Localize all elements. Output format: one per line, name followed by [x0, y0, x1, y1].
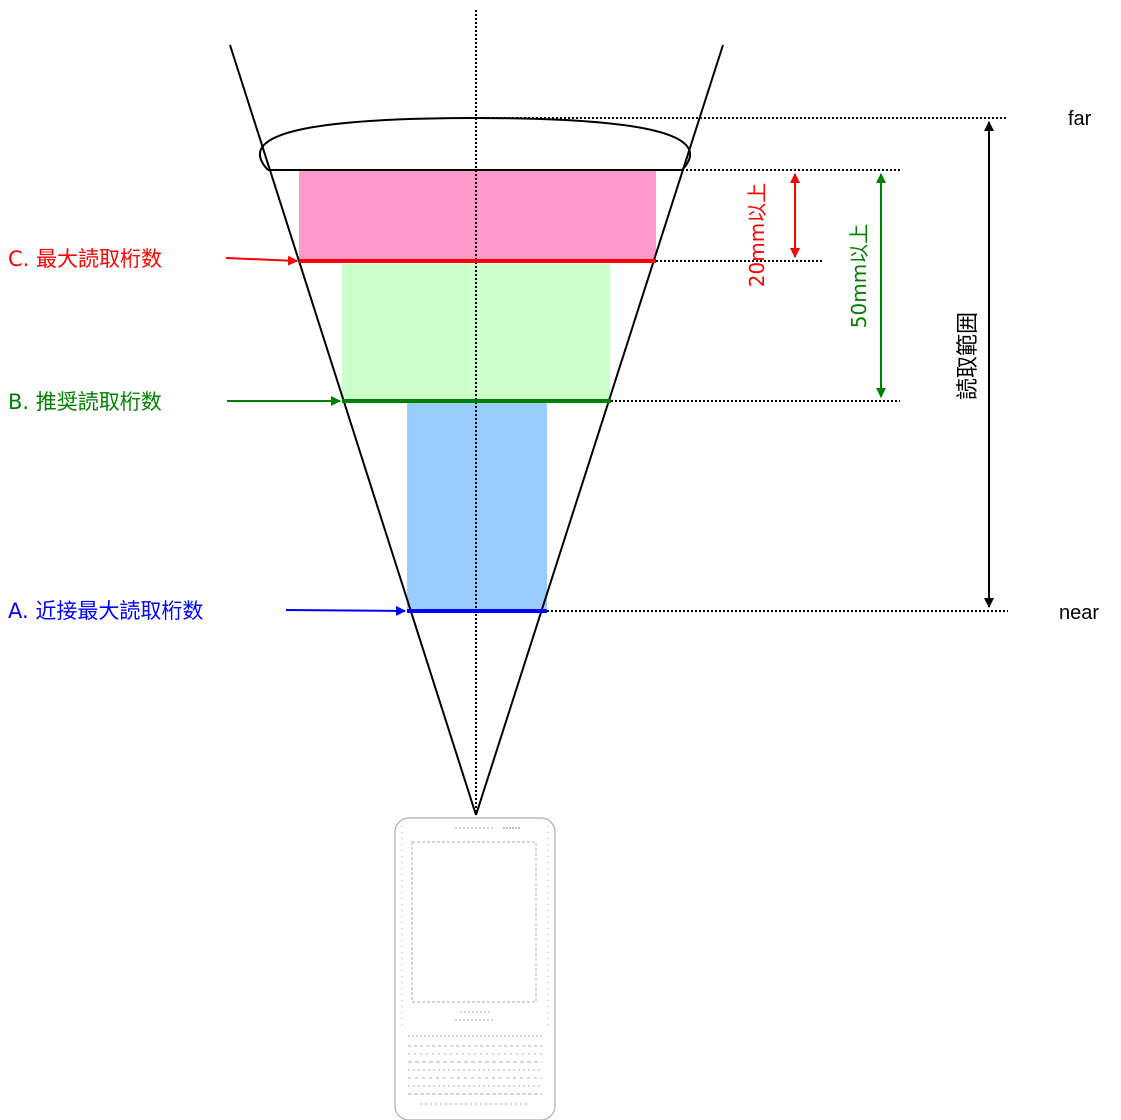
level-a-pointer	[285, 605, 406, 616]
level-b-label: B. 推奨読取桁数	[8, 390, 162, 414]
dimension-green-label: 50mm以上	[847, 224, 871, 328]
dimension-red-label: 20mm以上	[745, 183, 769, 287]
zone-c-max-fill	[299, 170, 656, 261]
zone-b-recommended-fill	[342, 264, 610, 401]
near-label: near	[1059, 602, 1099, 624]
cone-left-edge	[229, 44, 477, 816]
scanner-device	[394, 817, 556, 1120]
level-a-label: A. 近接最大読取桁数	[8, 599, 203, 623]
far-label: far	[1068, 108, 1092, 130]
level-c-label: C. 最大読取桁数	[8, 247, 162, 271]
cone-right-edge	[475, 44, 724, 816]
level-c-pointer	[225, 255, 298, 266]
reading-range-label: 読取範囲	[956, 312, 981, 400]
